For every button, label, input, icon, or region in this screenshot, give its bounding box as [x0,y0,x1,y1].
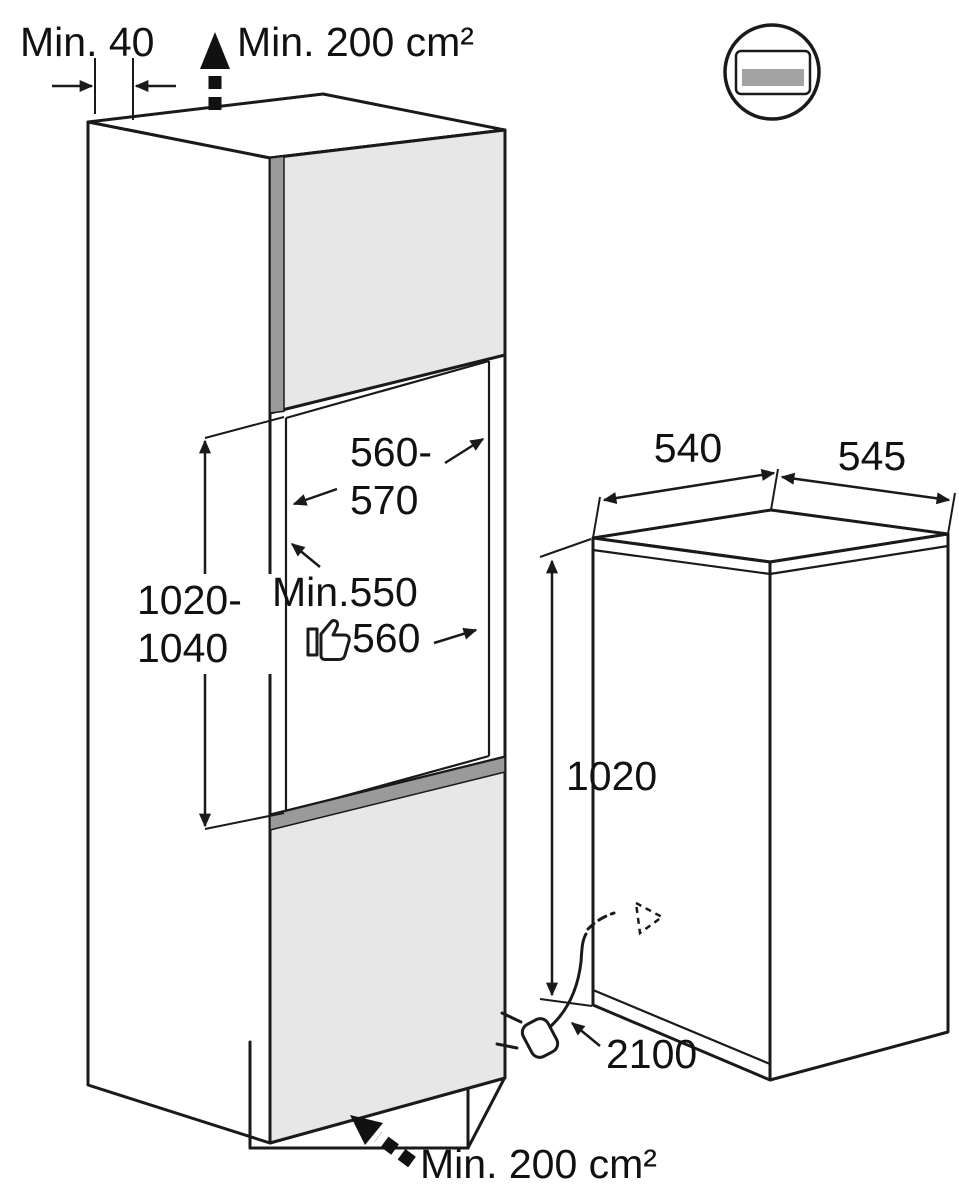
base-groove-line [592,988,771,1066]
extension-line [770,468,779,511]
dim-niche-width: 560- 570 [292,429,485,523]
plug-prong [500,1011,523,1024]
label-top-gap: Min. 40 [20,19,154,65]
label-appliance-depth: 545 [838,433,906,479]
dimension-line [780,472,951,505]
appliance-side-face [768,532,950,1082]
extension-line [539,998,593,1007]
thumb-cuff [306,627,319,657]
extension-line [592,496,601,539]
dim-top-gap: Min. 40 [20,19,176,120]
label-niche-depth-rec: 560 [352,615,420,661]
power-plug-icon [495,1011,560,1059]
label-top-vent-area: Min. 200 cm² [237,19,474,65]
plug-prong [495,1042,519,1050]
dim-cable-length: 2100 [570,1022,697,1077]
extension-line [947,492,956,535]
extension-line [204,812,285,830]
grille-bar [742,69,804,86]
dimension-arrow [433,627,478,645]
thumbs-up-icon [306,619,351,661]
bottom-door-edge-strip [269,756,506,831]
plug-body [520,1017,560,1059]
top-slab-line [769,544,949,576]
extension-line [204,416,285,439]
appliance-drawing [591,508,950,1082]
vent-grille-icon [723,23,821,121]
plinth-line [466,1077,506,1150]
dimension-arrow [292,487,338,506]
dim-appliance-width: 540 [592,425,779,539]
label-appliance-width: 540 [654,425,722,471]
cable-routing-arrow-icon [634,900,665,936]
niche-frame-line [285,359,490,420]
top-door-edge-strip [269,155,285,414]
airflow-bottom-arrow-icon [350,1115,416,1168]
top-slab-line [592,548,771,576]
label-niche-height-2: 1040 [137,625,228,671]
label-niche-depth-min: Min.550 [272,569,418,615]
label-niche-height-1: 1020- [137,577,242,623]
cable-line [549,932,588,1028]
label-niche-width-2: 570 [350,477,418,523]
label-niche-width-1: 560- [350,429,432,475]
dashed-arrow-head [634,900,665,936]
label-backdrop [133,574,275,674]
extension-line [539,538,592,558]
airflow-up-arrow-icon [200,32,230,110]
dimension-line [602,468,776,505]
label-bottom-vent-area: Min. 200 cm² [420,1141,657,1187]
airflow-arrow-head [200,32,230,69]
dim-appliance-depth: 545 [780,433,956,535]
airflow-arrow-tail [374,1131,416,1168]
appliance-front-face [591,536,772,1082]
dimension-arrow [290,543,321,568]
label-cable-length: 2100 [606,1031,697,1077]
thumb-hand [319,619,351,661]
dimension-arrow [444,437,485,465]
dim-niche-height: 1020- 1040 [133,416,285,830]
dim-niche-depth: Min.550 560 [272,543,478,661]
label-appliance-height: 1020 [566,753,657,799]
cable-dashed-line [586,911,616,931]
built-in-cabinet-drawing [86,92,507,1150]
dim-appliance-height: 1020 [539,538,657,1007]
dimension-arrow [570,1022,601,1047]
airflow-arrow-head [350,1115,383,1145]
